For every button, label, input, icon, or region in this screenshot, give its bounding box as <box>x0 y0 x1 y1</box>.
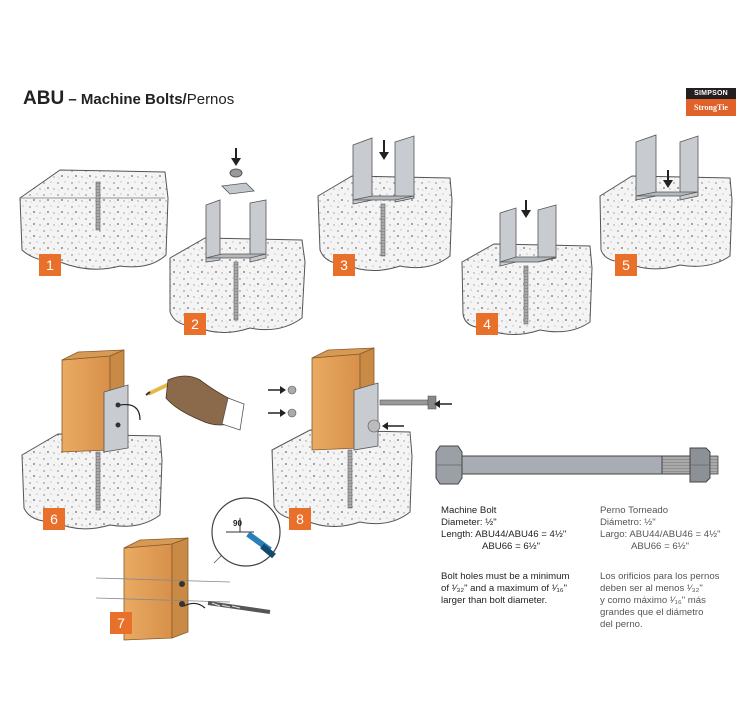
hole-note-line: of ¹⁄₃₂" and a maximum of ¹⁄₁₆" <box>441 583 568 594</box>
logo-top: SIMPSON <box>686 88 736 99</box>
step-4-badge: 4 <box>476 313 498 335</box>
bolt-hole-mark <box>115 422 121 428</box>
concrete-block-1 <box>19 169 169 270</box>
post-base-bracket-4 <box>499 204 557 267</box>
hole-note-line: larger than bolt diameter. <box>441 595 548 606</box>
arrowhead-icon <box>521 210 531 218</box>
anchor-bolt-8 <box>347 449 353 509</box>
drill-angle-label: 90 <box>233 519 242 528</box>
drilled-hole <box>179 601 185 607</box>
post-base-bracket-2 <box>205 199 267 263</box>
arrowhead-icon <box>379 152 389 160</box>
bolt-diameter: Diameter: ½" <box>441 517 497 528</box>
bolt-name: Machine Bolt <box>441 505 497 516</box>
bolt-insert-8 <box>367 395 452 433</box>
perno-largo-1: Largo: ABU44/ABU46 = 4½" <box>600 529 721 540</box>
arrowhead-icon <box>231 158 241 166</box>
guide-line <box>95 577 231 583</box>
drill-angle-callout <box>211 497 281 567</box>
hole-note-en: Bolt holes must be a minimum of ¹⁄₃₂" an… <box>441 571 570 607</box>
curved-arrow-icon <box>119 403 141 421</box>
page-title: ABU – Machine Bolts/Pernos <box>23 88 234 110</box>
title-dash: – <box>64 91 81 108</box>
nuts-and-washers-8 <box>268 385 297 418</box>
perno-largo-2: ABU66 = 6½" <box>631 541 690 552</box>
arrowhead-icon <box>663 180 673 188</box>
concrete-block-5 <box>599 175 733 270</box>
anchor-bolt-6 <box>95 451 101 511</box>
bolt-spec-en: Machine Bolt Diameter: ½" Length: ABU44/… <box>441 505 566 553</box>
step-5-badge: 5 <box>615 254 637 276</box>
bolt-length-2: ABU66 = 6½" <box>482 541 541 552</box>
guide-line <box>95 597 231 603</box>
wood-post-7 <box>123 537 189 641</box>
hole-note-line: Bolt holes must be a minimum <box>441 571 570 582</box>
hole-note-line: Los orificios para los pernos <box>600 571 720 582</box>
post-base-bracket-3 <box>352 135 415 205</box>
title-subtitle-es: Pernos <box>186 91 235 108</box>
perno-name: Perno Torneado <box>600 505 669 516</box>
step-1-badge: 1 <box>39 254 61 276</box>
post-base-bracket-8 <box>353 382 379 451</box>
hole-note-line: del perno. <box>600 619 643 630</box>
hole-note-es: Los orificios para los pernos deben ser … <box>600 571 719 631</box>
curved-arrow-icon <box>183 602 206 609</box>
hand-with-pencil-icon <box>145 375 245 431</box>
nut-icon <box>229 168 243 178</box>
simpson-logo: SIMPSON StrongTie <box>686 88 736 118</box>
anchor-bolt-4 <box>523 265 529 325</box>
logo-bottom: StrongTie <box>686 99 736 116</box>
hole-note-line: y como máximo ¹⁄₁₆" más <box>600 595 706 606</box>
machine-bolt-illustration <box>435 445 719 485</box>
anchor-bolt-2 <box>233 261 239 321</box>
perno-diametro: Diámetro: ½" <box>600 517 656 528</box>
title-subtitle: Machine Bolts/ <box>80 91 187 108</box>
step-8-badge: 8 <box>289 508 311 530</box>
product-name: ABU <box>23 88 65 109</box>
concrete-block-6 <box>21 433 163 530</box>
post-base-bracket-6 <box>103 384 129 453</box>
washer-plate <box>221 182 255 195</box>
post-base-bracket-5 <box>635 134 699 201</box>
hole-note-line: grandes que el diámetro <box>600 607 704 618</box>
concrete-block-8 <box>271 429 413 527</box>
step-2-badge: 2 <box>184 313 206 335</box>
anchor-bolt-1 <box>95 181 101 231</box>
bolt-hole-mark <box>115 402 121 408</box>
anchor-bolt-3 <box>380 203 386 257</box>
step-3-badge: 3 <box>333 254 355 276</box>
drilled-hole <box>179 581 185 587</box>
drill-bit-icon <box>207 601 271 614</box>
hole-note-line: deben ser al menos ¹⁄₃₂" <box>600 583 703 594</box>
bolt-spec-es: Perno Torneado Diámetro: ½" Largo: ABU44… <box>600 505 720 553</box>
bolt-length-1: Length: ABU44/ABU46 = 4½" <box>441 529 567 540</box>
step-6-badge: 6 <box>43 508 65 530</box>
step-7-badge: 7 <box>110 612 132 634</box>
